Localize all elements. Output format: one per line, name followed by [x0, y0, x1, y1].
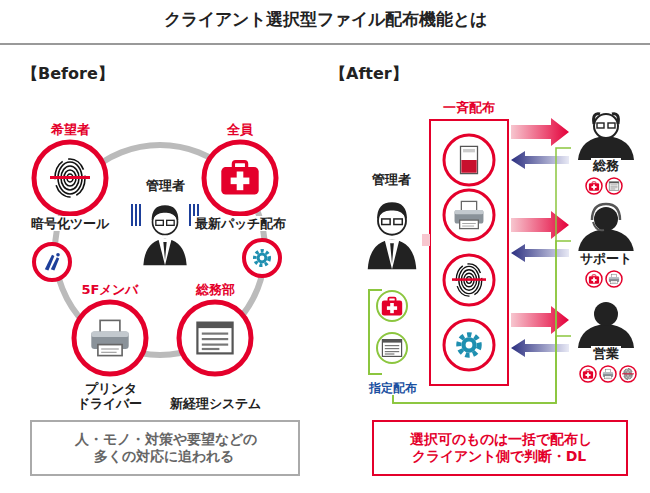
connector — [511, 244, 569, 262]
node-box: 管理者 — [125, 178, 205, 278]
node-text: 希望者 — [25, 122, 115, 138]
node-text: 暗号化ツール — [25, 216, 115, 232]
connector — [511, 339, 569, 357]
node-box: 全員最新パッチ配布 — [189, 122, 292, 232]
node-box: 選択可のものは一括で配布し クライアント側で判断・DL — [372, 420, 628, 476]
connector — [511, 151, 569, 169]
node-box: 指定配布 — [364, 285, 422, 395]
node-box: 総務 — [572, 112, 640, 174]
node-box: サポート — [572, 205, 640, 267]
text-run: 営業 — [591, 346, 621, 361]
node-text: 総務 — [572, 158, 640, 174]
text-run: 一斉配布 — [441, 100, 497, 115]
text-run: プリンタ ドライバー — [77, 381, 144, 412]
node-text: 営業 — [572, 346, 640, 362]
text-run: 新経理システム — [168, 396, 263, 411]
text-run: 最新パッチ配布 — [193, 216, 288, 231]
connector — [511, 306, 569, 334]
section-label: 【Before】 — [22, 64, 114, 85]
node-text: 5Fメンバ — [65, 282, 155, 298]
node-box: 一斉配布 — [430, 100, 508, 385]
node-text: 人・モノ・対策や要望などの 多くの対応に追われる — [50, 431, 280, 465]
text-run: サポート — [578, 251, 634, 266]
text-run: 総務 — [591, 158, 621, 173]
text-run: 暗号化ツール — [29, 216, 111, 231]
node-text: 最新パッチ配布 — [189, 216, 292, 232]
node-text: サポート — [572, 251, 640, 267]
connector — [511, 118, 569, 146]
node-text: 新経理システム — [164, 396, 267, 412]
connector — [393, 336, 571, 403]
node-text: 選択可のものは一括で配布し クライアント側で判断・DL — [380, 431, 620, 465]
node-text: 一斉配布 — [430, 100, 508, 116]
node-text: 管理者 — [360, 172, 422, 188]
node-box: 希望者暗号化ツール — [25, 122, 115, 232]
text-run: 総務部 — [194, 282, 237, 297]
text-run: 管理者 — [144, 178, 187, 193]
text-run: 管理者 — [370, 172, 413, 187]
node-text: 総務部 — [164, 282, 267, 298]
diagram-title: クライアント選択型ファイル配布機能とは — [0, 8, 650, 31]
node-box: 人・モノ・対策や要望などの 多くの対応に追われる — [30, 420, 300, 476]
text-run: 人・モノ・対策や要望などの 多くの対応に追われる — [73, 431, 257, 464]
node-box: 5Fメンバプリンタ ドライバー — [65, 282, 155, 412]
node-text: プリンタ ドライバー — [71, 381, 149, 412]
section-label: 【After】 — [330, 64, 408, 85]
node-text: 指定配布 — [364, 381, 422, 395]
node-box: 営業 — [572, 300, 640, 362]
text-run: 5Fメンバ — [80, 282, 141, 297]
connector — [511, 211, 569, 239]
text-run: 希望者 — [49, 122, 92, 137]
node-text: 管理者 — [125, 178, 205, 194]
text-run: 選択可のものは一括で配布し クライアント側で判断・DL — [408, 431, 592, 464]
connector — [393, 241, 571, 403]
node-text: 全員 — [189, 122, 292, 138]
text-run: 指定配布 — [367, 381, 419, 395]
node-box: 管理者 — [360, 172, 422, 272]
connector — [422, 234, 430, 246]
connector — [393, 148, 571, 403]
node-box: 総務部新経理システム — [164, 282, 267, 412]
text-run: 全員 — [225, 122, 255, 137]
